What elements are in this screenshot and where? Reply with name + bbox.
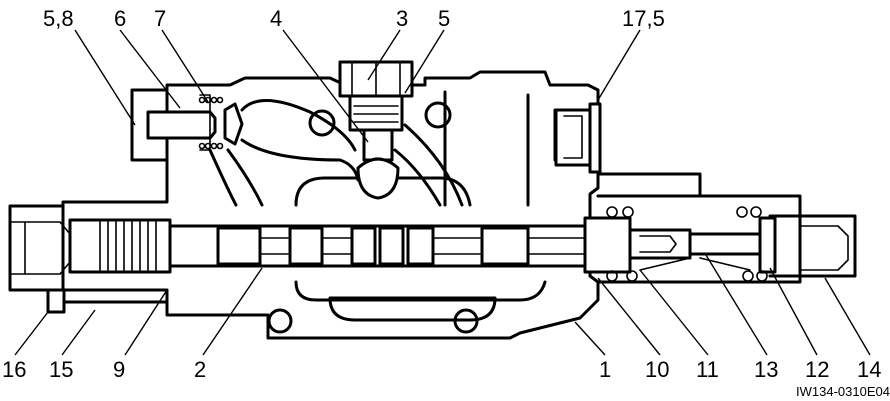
label-17-5: 17,5 (622, 6, 665, 31)
label-10: 10 (645, 357, 669, 382)
label-2: 2 (194, 357, 206, 382)
tie-bolt-left (46, 288, 169, 314)
label-14: 14 (857, 357, 881, 382)
label-7: 7 (154, 6, 166, 31)
label-13: 13 (754, 357, 778, 382)
label-4: 4 (270, 6, 282, 31)
safety-valve-left (130, 88, 244, 162)
label-6: 6 (114, 6, 126, 31)
label-9: 9 (113, 357, 125, 382)
label-11: 11 (696, 357, 719, 382)
part-labels: 5,8 6 7 4 3 5 17,5 16 15 9 2 1 10 11 13 … (2, 6, 890, 399)
label-5-8: 5,8 (43, 6, 74, 31)
figure-code: IW134-0310E04 (796, 384, 890, 399)
label-5: 5 (438, 6, 450, 31)
plug-right (554, 102, 602, 174)
plug-assembly (338, 60, 414, 200)
label-1: 1 (599, 357, 611, 382)
spring-assembly (583, 206, 777, 282)
label-3: 3 (396, 6, 408, 31)
label-12: 12 (805, 357, 829, 382)
spool (68, 218, 587, 274)
leader-lines (14, 29, 871, 356)
label-16: 16 (2, 357, 26, 382)
internal-passages (208, 90, 580, 334)
label-15: 15 (49, 357, 73, 382)
